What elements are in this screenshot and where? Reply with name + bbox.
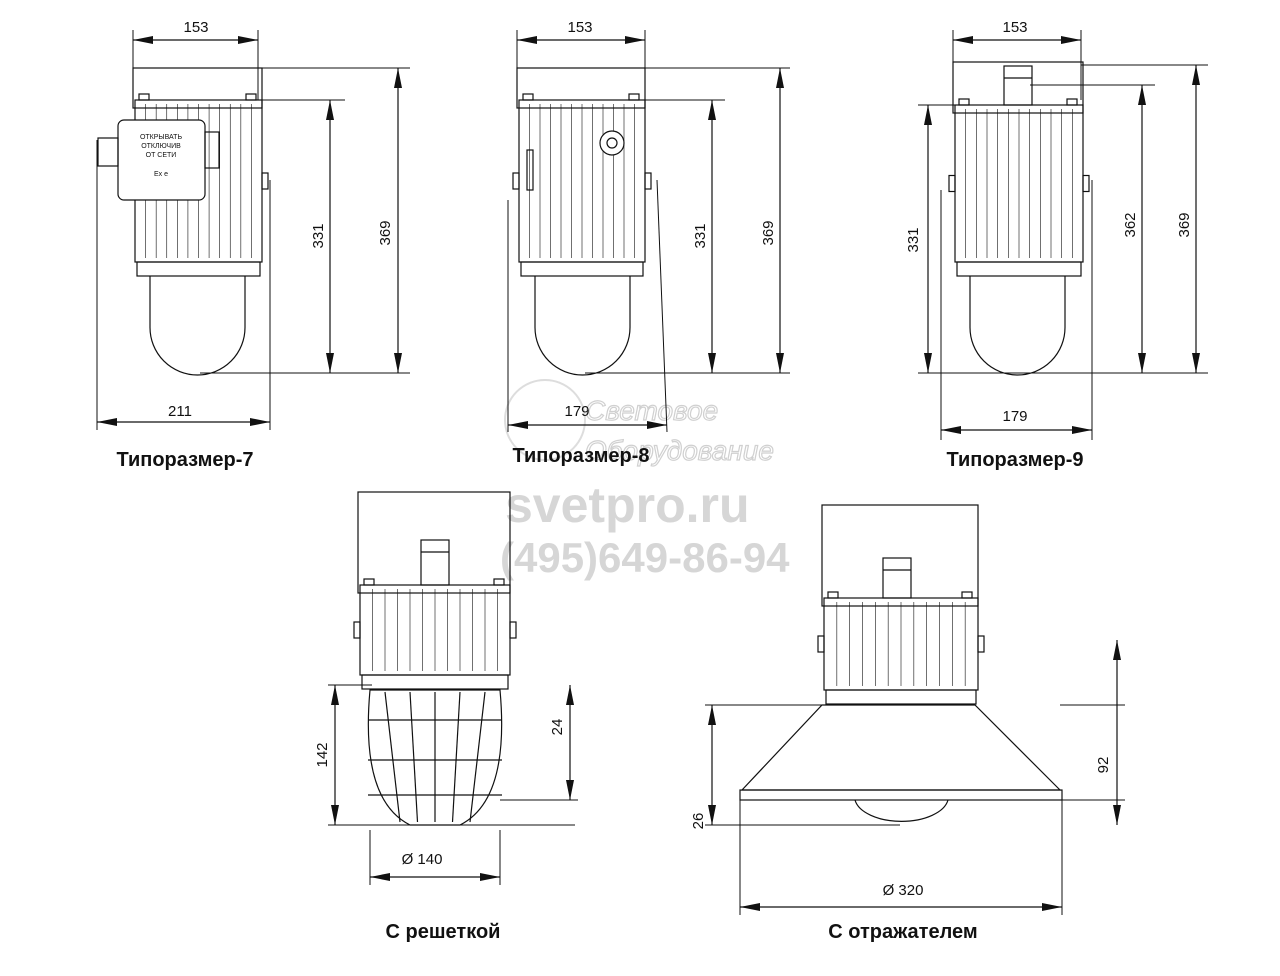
cable-gland (420, 539, 450, 586)
base-ring (520, 261, 644, 277)
side-clamp (1082, 174, 1090, 193)
bolt (628, 93, 640, 101)
dim-label: Ø 140 (402, 851, 443, 868)
dim-label: 369 (377, 220, 394, 245)
base-ring (956, 261, 1082, 277)
title-typesize-9: Типоразмер-9 (947, 449, 1084, 471)
box-text-1: ОТКРЫВАТЬ (140, 134, 182, 141)
title-with-grille: С решеткой (386, 921, 501, 943)
side-clamp (977, 635, 985, 653)
mounting-bracket (516, 67, 646, 109)
base-ring (361, 674, 509, 690)
side-clamp (512, 172, 520, 190)
watermark-line2: Оборудование (585, 435, 774, 466)
cable-gland (882, 557, 912, 599)
box-text-2: ОТКЛЮЧИВ (141, 143, 181, 150)
bolt (245, 93, 257, 101)
dim-label: 92 (1095, 757, 1112, 774)
dim-label: 331 (692, 223, 709, 248)
glass-dome (969, 276, 1066, 376)
bolt (958, 98, 970, 106)
side-clamp (353, 621, 361, 639)
grille-bar (469, 691, 486, 823)
side-clamp (509, 621, 517, 639)
mounting-bracket (821, 504, 979, 607)
cable-gland-hole (606, 137, 618, 149)
watermark-phone: (495)649-86-94 (500, 534, 790, 581)
dim-label: 179 (1002, 408, 1027, 425)
title-typesize-7: Типоразмер-7 (117, 449, 254, 471)
side-clamp (948, 174, 956, 193)
bolt (827, 591, 839, 599)
dim-label: 331 (310, 223, 327, 248)
extension-line (656, 179, 668, 433)
dim-label: 362 (1122, 212, 1139, 237)
lamp-typesize-8 (512, 67, 652, 376)
grille-bar (384, 691, 401, 823)
watermark-site: svetpro.ru (505, 477, 750, 533)
title-with-reflector: С отражателем (828, 921, 977, 943)
grille-bar (451, 691, 461, 823)
base-ring (825, 689, 977, 705)
dim-label: 331 (905, 227, 922, 252)
bolt (493, 578, 505, 586)
dim-label: 369 (760, 220, 777, 245)
label-plate (526, 149, 534, 191)
cable-gland (1003, 65, 1033, 106)
title-typesize-8: Типоразмер-8 (513, 445, 650, 467)
mounting-bracket (132, 67, 263, 109)
watermark: Световое Оборудование svetpro.ru (495)64… (500, 379, 790, 581)
side-clamp (644, 172, 652, 190)
reflector (740, 704, 1062, 791)
dim-label: 211 (168, 403, 192, 420)
bolt (961, 591, 973, 599)
junction-box-label: ОТКРЫВАТЬ ОТКЛЮЧИВ ОТ СЕТИ Ex e (140, 134, 182, 178)
bolt (1066, 98, 1078, 106)
dim-label: 153 (567, 19, 592, 36)
dim-label: 142 (314, 742, 331, 767)
bolt (138, 93, 150, 101)
dim-label: 369 (1176, 212, 1193, 237)
base-ring (136, 261, 261, 277)
lamp-typesize-7 (97, 67, 269, 376)
cable-gland-side (599, 130, 625, 156)
mounting-bracket (357, 491, 511, 594)
lamp-with-reflector (739, 504, 1063, 822)
reflector-rim (739, 789, 1063, 801)
bolt (522, 93, 534, 101)
watermark-line1: Световое (585, 395, 718, 426)
dim-label: 24 (549, 719, 566, 736)
glass-dome (534, 276, 631, 376)
glass-dome (149, 276, 246, 376)
dim-label: 153 (1002, 19, 1027, 36)
lamp-typesize-9 (948, 61, 1090, 376)
dim-label: 26 (690, 813, 707, 830)
side-clamp (261, 172, 269, 190)
grille-bar (409, 691, 419, 823)
dim-label: 179 (564, 403, 589, 420)
watermark-logo-icon (504, 379, 586, 461)
dim-label: 153 (183, 19, 208, 36)
box-text-3: ОТ СЕТИ (146, 152, 177, 159)
junction-box-gland (97, 137, 119, 167)
lamp-with-grille (353, 491, 517, 826)
dim-label: Ø 320 (883, 882, 924, 899)
glass-dome (854, 799, 949, 822)
box-text-ex: Ex e (154, 171, 168, 178)
junction-box-side (204, 131, 220, 169)
junction-box (117, 119, 206, 201)
bolt (363, 578, 375, 586)
side-clamp (817, 635, 825, 653)
